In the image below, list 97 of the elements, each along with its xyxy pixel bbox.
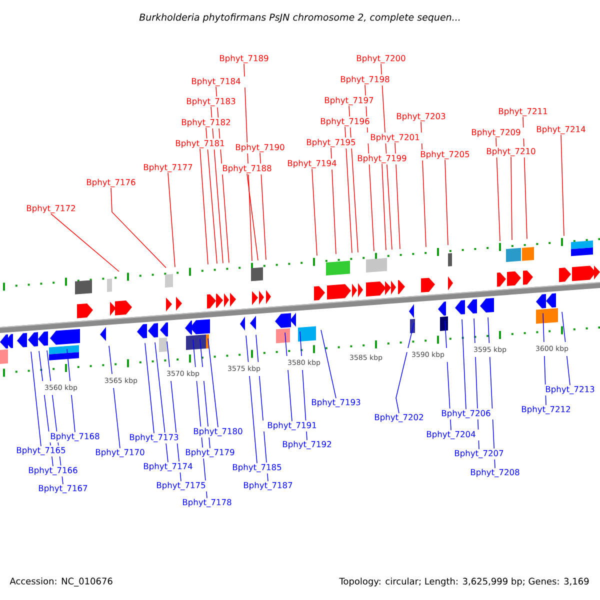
- title: Burkholderia phytofirmans PsJN chromosome 2, complete sequen...: [139, 13, 460, 23]
- gene-label: Bphyt_7177: [144, 164, 192, 172]
- gene-label: Bphyt_7207: [455, 450, 504, 458]
- gene-label: Bphyt_7185: [232, 464, 282, 472]
- leader-line: [108, 345, 120, 449]
- gene-label: Bphyt_7214: [537, 126, 586, 134]
- gene-label: Bphyt_7201: [371, 134, 420, 142]
- gene-label: Bphyt_7181: [176, 140, 224, 148]
- leader-line: [444, 320, 452, 431]
- gene-label: Bphyt_7203: [397, 112, 446, 122]
- gene-label: Bphyt_7209: [472, 128, 520, 138]
- gene-label: Bphyt_7208: [471, 468, 520, 478]
- gene-label: Bphyt_7202: [375, 414, 423, 422]
- leader-line: [216, 86, 230, 264]
- leader-line: [206, 127, 218, 264]
- gene-label: Bphyt_7187: [244, 482, 292, 490]
- gene-label: Bphyt_7184: [192, 78, 240, 86]
- leader-line: [320, 330, 336, 399]
- leader-line: [562, 311, 570, 386]
- summary-label: Topology: circular; Length: 3,625,999 bp; Genes: 3,169: [339, 578, 589, 586]
- gene-label: Bphyt_7191: [268, 422, 316, 430]
- leader-line: [560, 134, 564, 236]
- gene-label: Bphyt_7179: [186, 448, 234, 458]
- gene-label: Bphyt_7180: [194, 428, 242, 436]
- accession-label: Accession: NC_010676: [10, 578, 112, 586]
- gene-label: Bphyt_7193: [312, 398, 360, 408]
- leader-line: [462, 318, 466, 410]
- leader-line: [348, 105, 358, 253]
- leader-line: [344, 126, 352, 254]
- leader-line: [208, 338, 218, 428]
- leader-line: [50, 213, 120, 272]
- gene-label: Bphyt_7206: [442, 410, 490, 418]
- leader-line: [246, 173, 258, 261]
- leader-line: [300, 331, 308, 441]
- leader-line: [30, 351, 42, 447]
- leader-line: [510, 156, 512, 240]
- gene-label: Bphyt_7173: [130, 434, 178, 442]
- leader-line: [200, 338, 210, 449]
- gene-label: Bphyt_7176: [86, 178, 136, 188]
- leader-line: [244, 63, 252, 262]
- leader-line: [488, 317, 496, 469]
- leader-line: [144, 342, 154, 434]
- leader-line: [542, 312, 546, 406]
- gene-label: Bphyt_7167: [38, 484, 88, 494]
- leader-line: [66, 348, 76, 433]
- leader-line: [168, 172, 176, 268]
- gene-label: Bphyt_7196: [321, 118, 370, 126]
- leader-line: [474, 318, 480, 450]
- leader-line: [496, 137, 500, 242]
- gene-label: Bphyt_7174: [144, 462, 192, 472]
- leader-line: [210, 106, 224, 264]
- gene-label: Bphyt_7213: [546, 386, 594, 394]
- gene-label: Bphyt_7200: [357, 54, 406, 64]
- gene-label: Bphyt_7192: [282, 440, 331, 450]
- leader-line: [284, 332, 292, 422]
- leader-line: [38, 350, 54, 467]
- gene-label: Bphyt_7211: [499, 108, 548, 116]
- leader-line: [394, 142, 400, 250]
- leader-line: [200, 148, 208, 265]
- gene-label: Bphyt_7194: [288, 160, 336, 168]
- gene-label: Bphyt_7190: [236, 144, 284, 152]
- leader-line: [246, 335, 258, 464]
- leader-line: [46, 350, 64, 485]
- gene-label: Bphyt_7170: [96, 448, 144, 458]
- gene-label: Bphyt_7204: [427, 430, 476, 440]
- leader-line: [380, 63, 392, 250]
- gene-label: Bphyt_7189: [220, 54, 268, 64]
- gene-label: Bphyt_7166: [28, 466, 78, 476]
- leader-line: [154, 342, 168, 463]
- leader-line: [364, 84, 374, 252]
- gene-label: Bphyt_7183: [186, 98, 236, 106]
- leader-line: [444, 159, 448, 246]
- leader-line: [192, 339, 208, 499]
- gene-label: Bphyt_7172: [26, 204, 75, 214]
- leader-line: [110, 187, 166, 268]
- gene-label: Bphyt_7188: [222, 164, 272, 174]
- leader-line: [522, 116, 528, 240]
- gene-label: Bphyt_7199: [358, 154, 406, 164]
- gene-label: Bphyt_7178: [182, 498, 232, 508]
- gene-label: Bphyt_7182: [182, 118, 230, 128]
- gene-label: Bphyt_7198: [341, 76, 390, 84]
- leader-line: [420, 121, 426, 248]
- leader-line: [382, 163, 386, 250]
- gene-label: Bphyt_7197: [325, 96, 374, 106]
- leader-line: [330, 147, 336, 254]
- leader-line: [260, 152, 266, 260]
- gene-label: Bphyt_7165: [16, 446, 66, 456]
- gene-label: Bphyt_7212: [522, 406, 570, 414]
- gene-label: Bphyt_7210: [487, 148, 536, 156]
- leader-line: [166, 341, 182, 482]
- gene-label: Bphyt_7205: [421, 150, 470, 160]
- gene-label: Bphyt_7175: [156, 482, 206, 490]
- gene-label: Bphyt_7168: [50, 432, 100, 442]
- leader-line: [256, 334, 268, 482]
- gene-label: Bphyt_7195: [307, 138, 356, 148]
- leader-line: [312, 168, 318, 256]
- leader-line: [396, 322, 414, 414]
